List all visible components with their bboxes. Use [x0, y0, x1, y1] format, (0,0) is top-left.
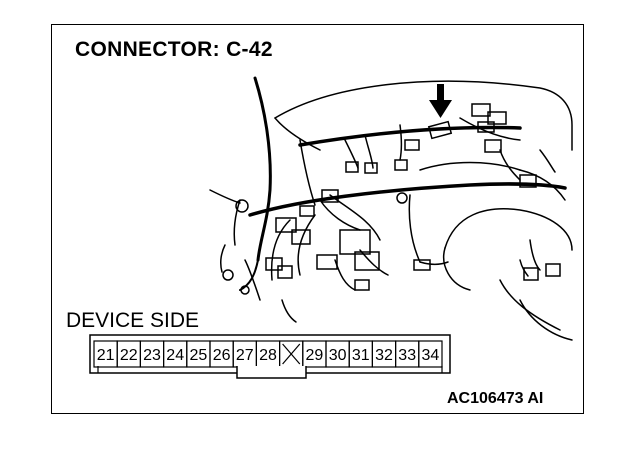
connector-face	[89, 334, 451, 379]
pin-number-label: 25	[190, 347, 208, 364]
pin-number-label: 21	[97, 347, 115, 364]
pin-number-label: 23	[143, 347, 161, 364]
pin-number-label: 28	[259, 347, 277, 364]
dashboard-top-outline	[274, 80, 573, 151]
pin-number-label: 33	[398, 347, 416, 364]
pin-number-label: 30	[329, 347, 347, 364]
empty-pin-x-mark	[282, 343, 301, 365]
pin-number-label: 31	[352, 347, 370, 364]
main-harness	[298, 125, 522, 147]
connector-lock-tab	[236, 366, 307, 379]
pin-number-label: 34	[422, 347, 440, 364]
pin-number-label: 32	[375, 347, 393, 364]
device-side-label: DEVICE SIDE	[66, 309, 200, 332]
down-arrow-icon	[429, 84, 452, 118]
pin-number-label: 26	[213, 347, 231, 364]
pin-number-label: 27	[236, 347, 254, 364]
pin-cell	[418, 340, 443, 368]
pin-number-label: 29	[306, 347, 324, 364]
figure-code: AC106473 AI	[447, 390, 544, 407]
pin-number-label: 24	[166, 347, 184, 364]
pin-number-label: 22	[120, 347, 138, 364]
connector-title: CONNECTOR: C-42	[75, 38, 273, 61]
